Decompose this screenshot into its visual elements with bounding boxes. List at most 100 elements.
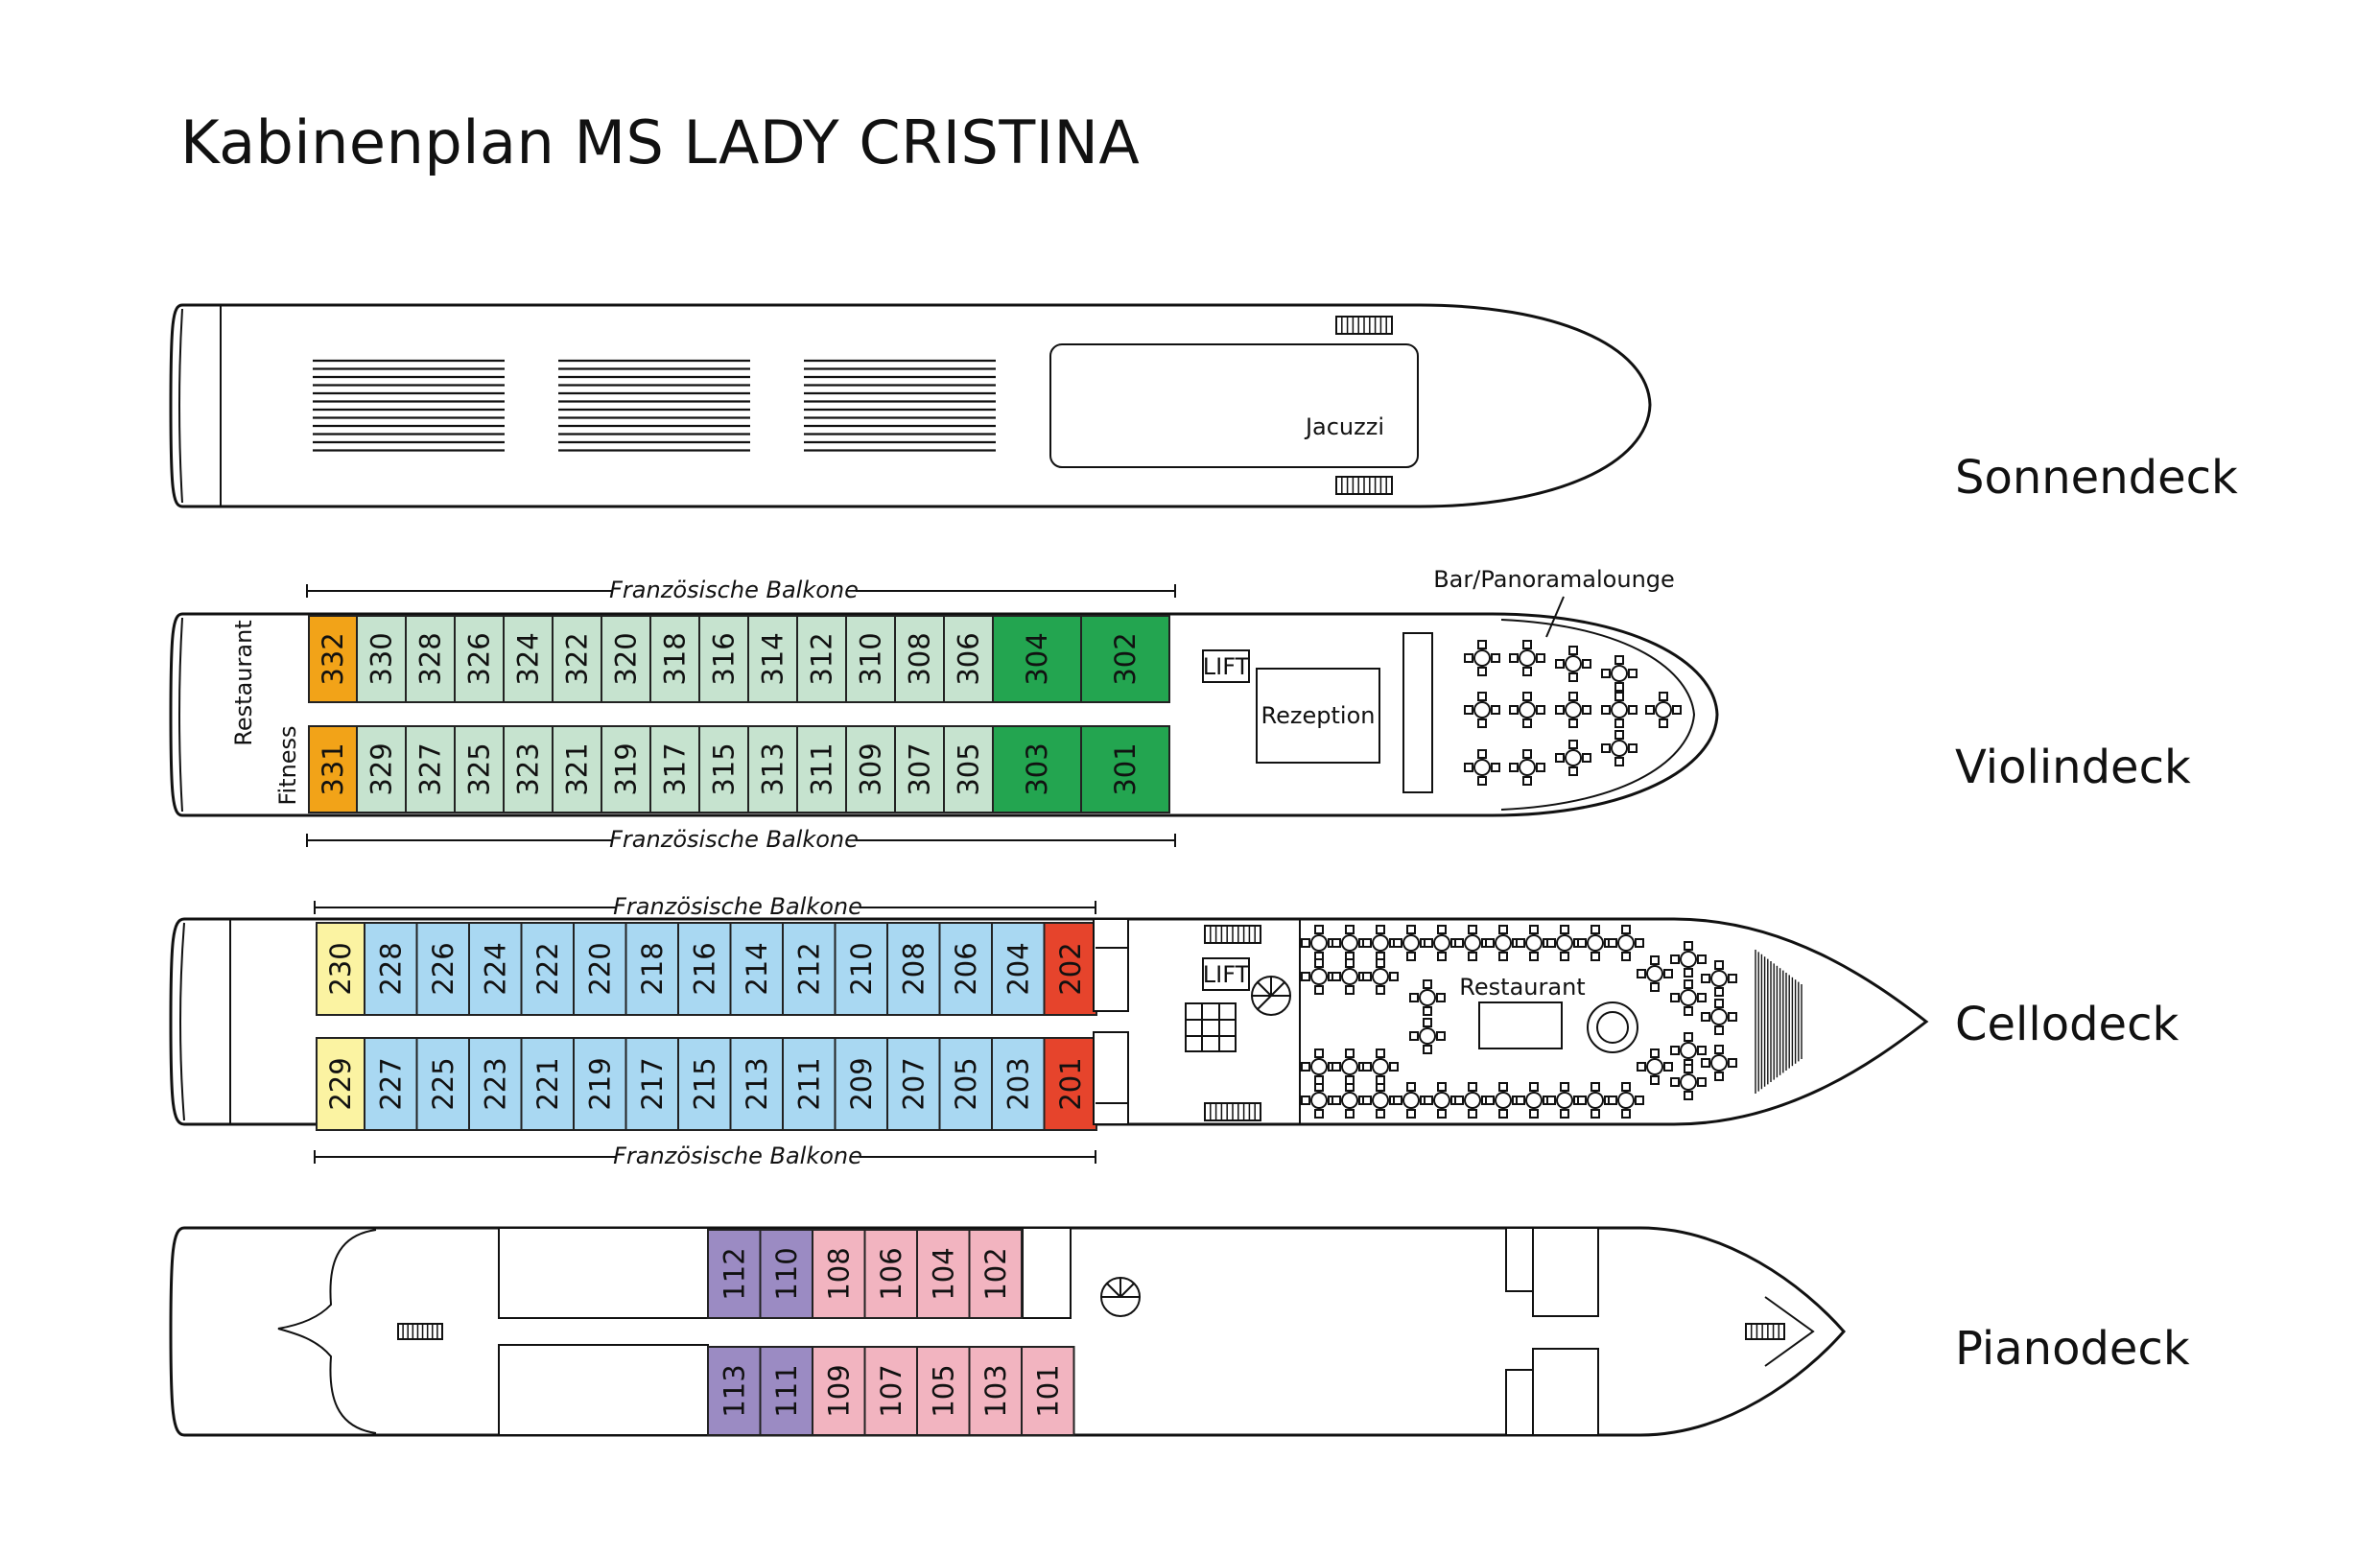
cabin-224[interactable]: 224 — [468, 922, 523, 1016]
cabin-307[interactable]: 307 — [894, 725, 945, 813]
cabin-320[interactable]: 320 — [601, 615, 651, 703]
cabin-220[interactable]: 220 — [573, 922, 627, 1016]
cabin-number: 331 — [317, 742, 349, 795]
cabin-221[interactable]: 221 — [520, 1037, 575, 1131]
cabin-319[interactable]: 319 — [601, 725, 651, 813]
cabin-106[interactable]: 106 — [863, 1229, 918, 1319]
cabin-number: 214 — [741, 942, 773, 995]
cabin-330[interactable]: 330 — [356, 615, 407, 703]
cabin-311[interactable]: 311 — [796, 725, 847, 813]
cabin-111[interactable]: 111 — [759, 1346, 813, 1436]
cabin-number: 113 — [718, 1364, 750, 1417]
cabin-308[interactable]: 308 — [894, 615, 945, 703]
cabin-317[interactable]: 317 — [649, 725, 700, 813]
lift-label: LIFT — [1203, 961, 1250, 988]
fitness-label: Fitness — [274, 725, 301, 805]
cabin-331[interactable]: 331 — [308, 725, 358, 813]
cabin-209[interactable]: 209 — [834, 1037, 888, 1131]
cabin-110[interactable]: 110 — [759, 1229, 813, 1319]
cabin-313[interactable]: 313 — [747, 725, 798, 813]
cabin-329[interactable]: 329 — [356, 725, 407, 813]
table-icon — [1509, 749, 1545, 786]
cabin-215[interactable]: 215 — [677, 1037, 732, 1131]
sonnendeck-deck: Jacuzzi — [169, 303, 1652, 508]
cabin-301[interactable]: 301 — [1080, 725, 1170, 813]
table-icon — [1464, 692, 1500, 728]
cabin-304[interactable]: 304 — [992, 615, 1082, 703]
cabin-number: 314 — [757, 632, 789, 685]
cabin-112[interactable]: 112 — [707, 1229, 762, 1319]
cabin-number: 215 — [688, 1057, 720, 1110]
cabin-332[interactable]: 332 — [308, 615, 358, 703]
cabin-226[interactable]: 226 — [415, 922, 470, 1016]
cabin-205[interactable]: 205 — [938, 1037, 993, 1131]
cabin-number: 328 — [414, 632, 447, 685]
cabin-204[interactable]: 204 — [991, 922, 1046, 1016]
cabin-104[interactable]: 104 — [916, 1229, 971, 1319]
cabin-number: 306 — [953, 632, 985, 685]
cabin-309[interactable]: 309 — [845, 725, 896, 813]
cabin-217[interactable]: 217 — [624, 1037, 679, 1131]
cabin-113[interactable]: 113 — [707, 1346, 762, 1436]
cabin-303[interactable]: 303 — [992, 725, 1082, 813]
cabin-328[interactable]: 328 — [405, 615, 456, 703]
cabin-213[interactable]: 213 — [729, 1037, 784, 1131]
cabin-number: 329 — [365, 742, 398, 795]
cabin-229[interactable]: 229 — [316, 1037, 365, 1131]
cabin-322[interactable]: 322 — [552, 615, 602, 703]
cabin-number: 216 — [688, 942, 720, 995]
cabin-203[interactable]: 203 — [991, 1037, 1046, 1131]
cabin-206[interactable]: 206 — [938, 922, 993, 1016]
cabin-315[interactable]: 315 — [698, 725, 749, 813]
cabin-222[interactable]: 222 — [520, 922, 575, 1016]
cabin-101[interactable]: 101 — [1021, 1346, 1075, 1436]
cabin-number: 102 — [979, 1247, 1012, 1300]
cabin-210[interactable]: 210 — [834, 922, 888, 1016]
cabin-310[interactable]: 310 — [845, 615, 896, 703]
cabin-321[interactable]: 321 — [552, 725, 602, 813]
cabin-216[interactable]: 216 — [677, 922, 732, 1016]
cabin-103[interactable]: 103 — [968, 1346, 1023, 1436]
cabin-227[interactable]: 227 — [364, 1037, 418, 1131]
cabin-201[interactable]: 201 — [1043, 1037, 1097, 1131]
cabin-326[interactable]: 326 — [454, 615, 505, 703]
cabin-318[interactable]: 318 — [649, 615, 700, 703]
cabin-102[interactable]: 102 — [968, 1229, 1023, 1319]
cabin-number: 105 — [927, 1364, 959, 1417]
cabin-230[interactable]: 230 — [316, 922, 365, 1016]
cabin-number: 207 — [897, 1057, 930, 1110]
cabin-324[interactable]: 324 — [503, 615, 554, 703]
cabin-108[interactable]: 108 — [812, 1229, 866, 1319]
cabin-325[interactable]: 325 — [454, 725, 505, 813]
cabin-202[interactable]: 202 — [1043, 922, 1097, 1016]
cabin-225[interactable]: 225 — [415, 1037, 470, 1131]
cabin-306[interactable]: 306 — [943, 615, 994, 703]
cabin-219[interactable]: 219 — [573, 1037, 627, 1131]
cabin-312[interactable]: 312 — [796, 615, 847, 703]
cabin-228[interactable]: 228 — [364, 922, 418, 1016]
cabin-314[interactable]: 314 — [747, 615, 798, 703]
cabin-207[interactable]: 207 — [886, 1037, 941, 1131]
cabin-211[interactable]: 211 — [782, 1037, 837, 1131]
cabin-214[interactable]: 214 — [729, 922, 784, 1016]
cabin-105[interactable]: 105 — [916, 1346, 971, 1436]
table-icon — [1362, 1048, 1399, 1085]
cabin-208[interactable]: 208 — [886, 922, 941, 1016]
cabin-109[interactable]: 109 — [812, 1346, 866, 1436]
table-icon — [1670, 979, 1707, 1016]
cabin-327[interactable]: 327 — [405, 725, 456, 813]
cabin-302[interactable]: 302 — [1080, 615, 1170, 703]
cabin-316[interactable]: 316 — [698, 615, 749, 703]
cabin-212[interactable]: 212 — [782, 922, 837, 1016]
cabin-number: 301 — [1109, 742, 1142, 795]
cabin-number: 322 — [561, 632, 594, 685]
cabin-number: 208 — [897, 942, 930, 995]
cabin-number: 112 — [718, 1247, 750, 1300]
cabin-223[interactable]: 223 — [468, 1037, 523, 1131]
cabin-323[interactable]: 323 — [503, 725, 554, 813]
cabin-305[interactable]: 305 — [943, 725, 994, 813]
cabin-number: 218 — [636, 942, 669, 995]
cabin-107[interactable]: 107 — [863, 1346, 918, 1436]
cabin-218[interactable]: 218 — [624, 922, 679, 1016]
